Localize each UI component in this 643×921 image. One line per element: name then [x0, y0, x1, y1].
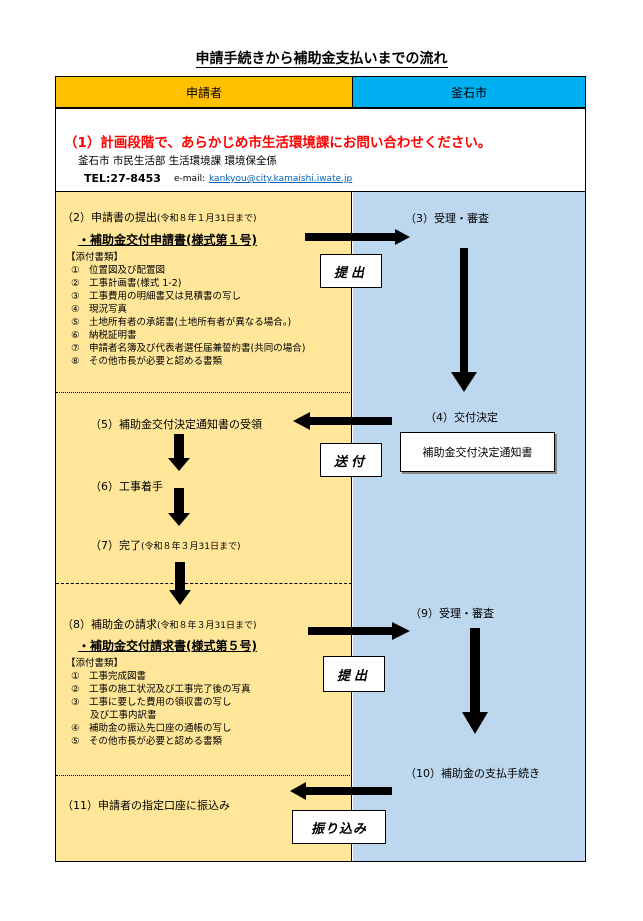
send-label: 送付 — [320, 443, 382, 477]
arrow-right-icon — [308, 622, 410, 640]
step7: （7）完了(令和８年３月31日まで) — [90, 539, 241, 552]
step4: （4）交付決定 — [425, 411, 498, 424]
step10: （10）補助金の支払手続き — [405, 767, 540, 780]
applicant-column — [56, 192, 352, 861]
arrow-left-icon — [290, 782, 392, 800]
department: 釜石市 市民生活部 生活環境課 環境保全係 — [78, 155, 278, 167]
step2-attachments: 【添付書類】 ① 位置図及び配置図 ② 工事計画書(様式 1-2) ③ 工事費用… — [66, 252, 306, 367]
email-link[interactable]: kankyou@city.kamaishi.iwate.jp — [209, 174, 353, 184]
tel: TEL:27-8453 — [84, 172, 161, 185]
header-city: 釜石市 — [352, 76, 586, 108]
divider — [56, 583, 352, 584]
list-item: ⑧ その他市長が必要と認める書類 — [71, 356, 223, 367]
step2-form: ・補助金交付申請書(様式第１号) — [78, 233, 257, 247]
page-title: 申請手続きから補助金支払いまでの流れ — [195, 51, 448, 68]
list-item: ③ 工事に要した費用の領収書の写し — [71, 697, 232, 708]
list-item: ③ 工事費用の明細書又は見積書の写し — [71, 291, 242, 302]
arrow-down-icon — [169, 562, 191, 605]
transfer-label: 振り込み — [292, 810, 386, 844]
step8-form: ・補助金交付請求書(様式第５号) — [78, 639, 257, 653]
arrow-left-icon — [293, 412, 392, 430]
step8-title: （8）補助金の請求(令和８年３月31日まで) — [62, 618, 257, 631]
list-item: ② 工事の施工状況及び工事完了後の写真 — [71, 684, 251, 695]
notice-document: 補助金交付決定通知書 — [400, 432, 555, 472]
step3: （3）受理・審査 — [405, 212, 489, 225]
arrow-down-icon — [462, 628, 488, 734]
divider — [56, 775, 352, 776]
list-item: ① 位置図及び配置図 — [71, 265, 166, 276]
step5: （5）補助金交付決定通知書の受領 — [90, 418, 262, 431]
arrow-down-icon — [168, 488, 190, 526]
step9: （9）受理・審査 — [410, 607, 494, 620]
header-applicant: 申請者 — [55, 76, 353, 108]
list-item: ⑤ その他市長が必要と認める書類 — [71, 736, 223, 747]
list-item: ⑦ 申請者名簿及び代表者選任届兼誓約書(共同の場合) — [71, 343, 306, 354]
divider — [56, 392, 352, 393]
step2-title: （2）申請書の提出(令和８年１月31日まで) — [62, 211, 257, 224]
arrow-down-icon — [168, 434, 190, 471]
list-item: ④ 現況写真 — [71, 304, 128, 315]
step11: （11）申請者の指定口座に振込み — [62, 799, 230, 812]
arrow-right-icon — [305, 229, 410, 245]
arrow-down-icon — [451, 248, 477, 392]
submit-label: 提出 — [323, 656, 385, 692]
list-item: ⑥ 納税証明書 — [71, 330, 137, 341]
step1-text: （1）計画段階で、あらかじめ市生活環境課にお問い合わせください。 — [64, 135, 492, 151]
list-item: 及び工事内訳書 — [71, 710, 157, 721]
city-column — [353, 192, 585, 861]
list-item: ① 工事完成図書 — [71, 671, 147, 682]
list-item: ④ 補助金の振込先口座の通帳の写し — [71, 723, 232, 734]
submit-label: 提出 — [320, 254, 382, 288]
step8-attachments: 【添付書類】 ① 工事完成図書 ② 工事の施工状況及び工事完了後の写真 ③ 工事… — [66, 658, 251, 747]
email-label: e-mail: — [174, 174, 206, 184]
list-item: ② 工事計画書(様式 1-2) — [71, 278, 182, 289]
step6: （6）工事着手 — [90, 480, 163, 493]
contact-info: （1）計画段階で、あらかじめ市生活環境課にお問い合わせください。 釜石市 市民生… — [55, 108, 586, 192]
list-item: ⑤ 土地所有者の承諾書(土地所有者が異なる場合。) — [71, 317, 292, 328]
